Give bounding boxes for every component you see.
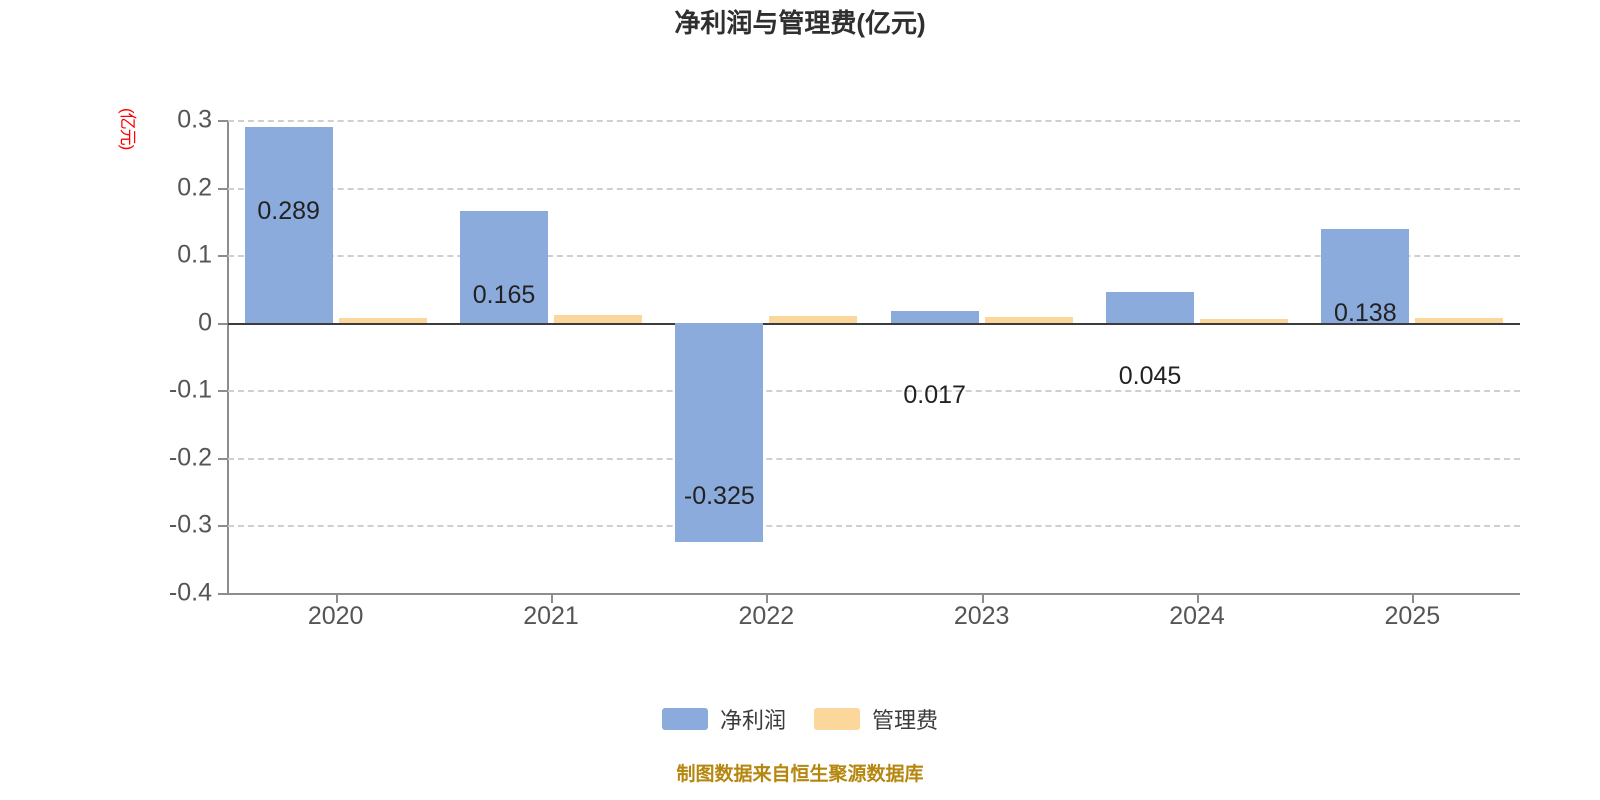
x-axis-tick-label: 2020	[307, 602, 364, 630]
y-axis-unit-label: (亿元)	[118, 108, 137, 150]
bar-净利润-2024[interactable]	[1106, 292, 1194, 323]
x-axis-tick	[766, 593, 769, 603]
x-axis-tick-label: 2024	[1169, 602, 1225, 630]
y-axis-tick-label: -0.2	[168, 443, 212, 472]
bar-净利润-2022[interactable]	[675, 322, 764, 543]
x-axis-tick-label: 2025	[1384, 602, 1441, 630]
bar-管理费-2020[interactable]	[338, 317, 427, 323]
y-axis-tick	[218, 120, 228, 122]
legend-swatch-icon	[661, 708, 708, 730]
legend-item-管理费[interactable]: 管理费	[814, 703, 938, 735]
bar-管理费-2022[interactable]	[769, 315, 858, 323]
y-axis-tick-label: -0.4	[168, 578, 212, 607]
footer-note: 制图数据来自恒生聚源数据库	[676, 764, 924, 785]
x-axis-tick	[981, 593, 984, 603]
bar-管理费-2024[interactable]	[1200, 318, 1288, 323]
chart-legend: 净利润 管理费	[0, 703, 1600, 735]
bar-value-label: -0.325	[683, 482, 755, 511]
legend-label: 净利润	[719, 708, 786, 733]
x-axis-tick-labels: 2020 2021 2022 2023 2024 2025	[228, 602, 1520, 636]
gridline	[228, 120, 1520, 122]
bar-净利润-2021[interactable]	[460, 211, 548, 323]
x-axis-tick	[335, 593, 338, 603]
y-axis-tick-label: -0.1	[168, 375, 212, 404]
bar-value-label: 0.045	[1118, 362, 1182, 391]
y-axis-tick	[218, 187, 228, 190]
bar-value-label: 0.165	[472, 281, 536, 310]
y-axis-line	[227, 120, 229, 593]
zero-line	[228, 322, 1520, 325]
legend-swatch-icon	[814, 708, 860, 730]
legend-label: 管理费	[872, 708, 939, 733]
y-axis-tick	[218, 390, 228, 393]
bar-净利润-2025[interactable]	[1321, 229, 1410, 323]
bar-管理费-2021[interactable]	[554, 315, 642, 323]
x-axis-tick	[551, 593, 553, 603]
y-axis-tick-labels: 0.3 0.2 0.1 0 -0.1 -0.2 -0.3 -0.4	[150, 106, 212, 607]
gridline	[228, 187, 1520, 190]
x-axis-tick-label: 2021	[523, 602, 579, 630]
y-axis-tick-label: 0	[198, 308, 212, 337]
y-axis-tick-label: -0.3	[168, 510, 212, 539]
x-axis-tick-label: 2022	[738, 602, 795, 630]
bar-管理费-2023[interactable]	[984, 317, 1073, 323]
y-axis-tick-label: 0.1	[177, 240, 212, 269]
gridline	[228, 525, 1520, 528]
plot-area: 0.289 0.165 -0.325 0.017 0.045 0.138	[218, 120, 1520, 595]
bar-管理费-2025[interactable]	[1415, 317, 1504, 323]
bar-净利润-2023[interactable]	[890, 311, 979, 323]
y-axis-tick	[218, 525, 228, 528]
x-axis-line	[228, 593, 1520, 595]
y-axis-tick	[218, 593, 228, 595]
y-axis-tick-label: 0.2	[177, 173, 212, 202]
x-axis-tick-label: 2023	[953, 602, 1010, 630]
page-title: 净利润与管理费(亿元)	[0, 6, 1600, 40]
y-axis-tick	[218, 457, 228, 460]
gridline	[228, 390, 1520, 393]
y-axis-tick	[218, 255, 228, 258]
bar-value-label: 0.138	[1334, 299, 1397, 328]
bar-净利润-2020[interactable]	[244, 127, 333, 323]
legend-item-净利润[interactable]: 净利润	[661, 703, 786, 735]
x-axis-tick	[1412, 593, 1415, 603]
y-axis-tick-label: 0.3	[177, 105, 212, 134]
gridline	[228, 255, 1520, 258]
gridline	[228, 457, 1520, 460]
x-axis-tick	[1197, 593, 1199, 603]
bar-value-label: 0.289	[257, 197, 320, 226]
bar-value-label: 0.017	[903, 381, 966, 410]
y-axis-tick	[218, 322, 228, 325]
